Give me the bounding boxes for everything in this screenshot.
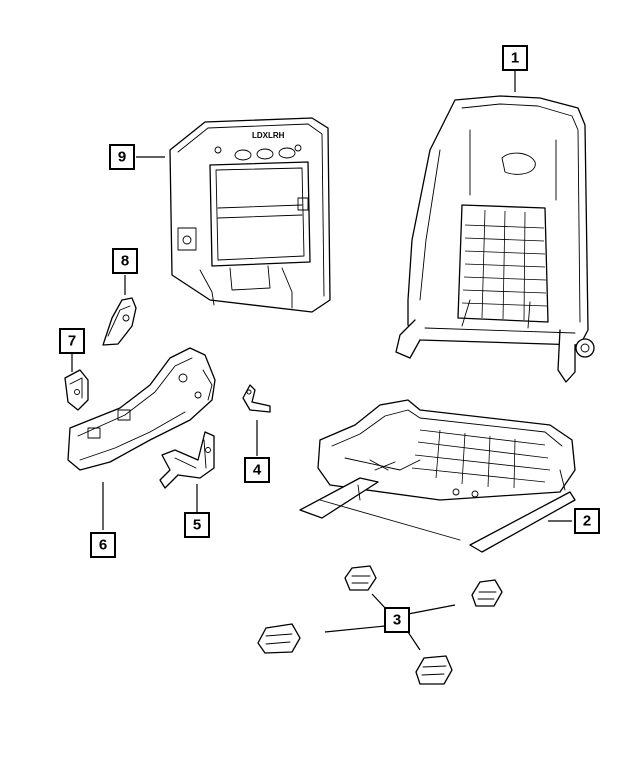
- small-clip: [242, 384, 271, 413]
- track-cover-2: [471, 579, 503, 607]
- svg-text:1: 1: [511, 50, 519, 67]
- callout-1: 1: [502, 45, 528, 71]
- svg-text:7: 7: [68, 333, 76, 350]
- seat-back-panel: LDXLRH: [169, 117, 331, 313]
- callout-2: 2: [574, 508, 600, 534]
- callout-8: 8: [112, 248, 138, 274]
- side-shield: [67, 347, 216, 471]
- svg-text:3: 3: [393, 612, 401, 629]
- callout-4: 4: [244, 457, 270, 483]
- leader-lines: [71, 70, 572, 651]
- callout-7: 7: [59, 328, 85, 354]
- callout-3: 3: [384, 607, 410, 633]
- seat-cushion-frame: [299, 399, 576, 553]
- track-cover-4: [415, 655, 453, 685]
- svg-text:2: 2: [583, 513, 591, 530]
- recliner-handle: [102, 297, 137, 346]
- svg-text:9: 9: [118, 149, 126, 166]
- callout-5: 5: [184, 512, 210, 538]
- svg-text:4: 4: [253, 462, 262, 479]
- svg-text:8: 8: [121, 253, 129, 270]
- track-cover-1: [344, 565, 377, 591]
- small-bracket: [64, 369, 89, 411]
- callout-9: 9: [109, 144, 135, 170]
- panel-stamp-text: LDXLRH: [252, 131, 285, 140]
- track-cover-3: [257, 623, 301, 654]
- callout-6: 6: [90, 532, 116, 558]
- seat-back-frame: [395, 95, 595, 383]
- svg-text:5: 5: [193, 517, 201, 534]
- mounting-bracket: [159, 431, 215, 489]
- svg-text:6: 6: [99, 537, 107, 554]
